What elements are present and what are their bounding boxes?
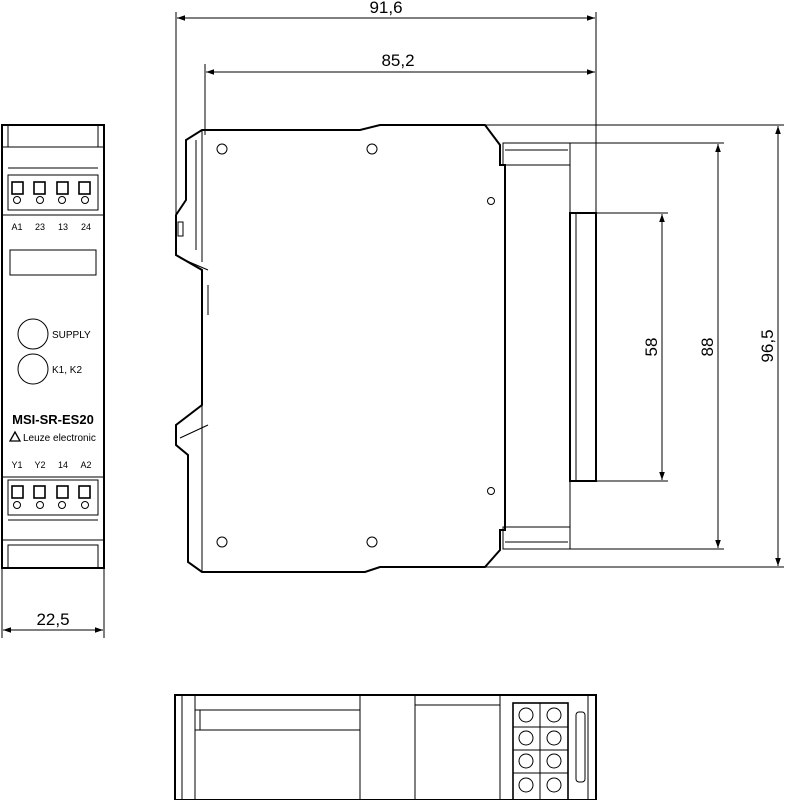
terminal-label-bottom-1: Y1 (11, 460, 22, 470)
label-window (9, 249, 97, 276)
side-view (175, 124, 597, 573)
relay-led (17, 353, 49, 385)
mounting-hole (216, 536, 228, 548)
side-housing-outline (175, 124, 506, 573)
mounting-hole (366, 143, 378, 155)
overall-height-value: 96,5 (758, 329, 777, 362)
supply-led-label: SUPPLY (52, 330, 91, 341)
model-label: MSI-SR-ES20 (12, 412, 94, 427)
body-depth-value: 85,2 (381, 51, 414, 70)
mounting-hole (216, 143, 228, 155)
overall-depth-value: 91,6 (369, 0, 402, 17)
overall-depth-dimension: 91,6 (175, 0, 597, 215)
top-terminal-grid (512, 702, 569, 801)
body-depth-dimension: 85,2 (204, 51, 597, 213)
top-terminal-block (7, 174, 99, 211)
rail-height-dimension: 58 (596, 212, 668, 482)
din-rail-clip (502, 142, 597, 550)
relay-led-label: K1, K2 (52, 365, 82, 376)
clip-height-dimension: 88 (570, 142, 724, 550)
width-dimension-value: 22,5 (36, 610, 69, 629)
front-view: A1 23 13 24 SUPPLY K1, K2 MSI-SR-ES20 Le… (1, 124, 105, 569)
terminal-label-bottom-3: 14 (58, 460, 68, 470)
top-view (174, 694, 597, 801)
terminal-label-top-3: 13 (58, 222, 68, 232)
mounting-hole (487, 197, 495, 205)
supply-led (17, 318, 49, 350)
terminal-label-top-4: 24 (81, 222, 91, 232)
mounting-hole (487, 487, 495, 495)
terminal-label-top-2: 23 (35, 222, 45, 232)
bottom-terminal-block (7, 479, 99, 516)
clip-height-value: 88 (698, 338, 717, 357)
overall-height-dimension: 96,5 (485, 124, 784, 568)
brand-logo-icon (8, 430, 22, 442)
mounting-hole (366, 536, 378, 548)
rail-height-value: 58 (642, 338, 661, 357)
terminal-label-bottom-4: A2 (80, 460, 91, 470)
width-dimension: 22,5 (1, 568, 105, 638)
terminal-label-top-1: A1 (11, 222, 22, 232)
brand-label: Leuze electronic (23, 433, 96, 444)
terminal-label-bottom-2: Y2 (34, 460, 45, 470)
